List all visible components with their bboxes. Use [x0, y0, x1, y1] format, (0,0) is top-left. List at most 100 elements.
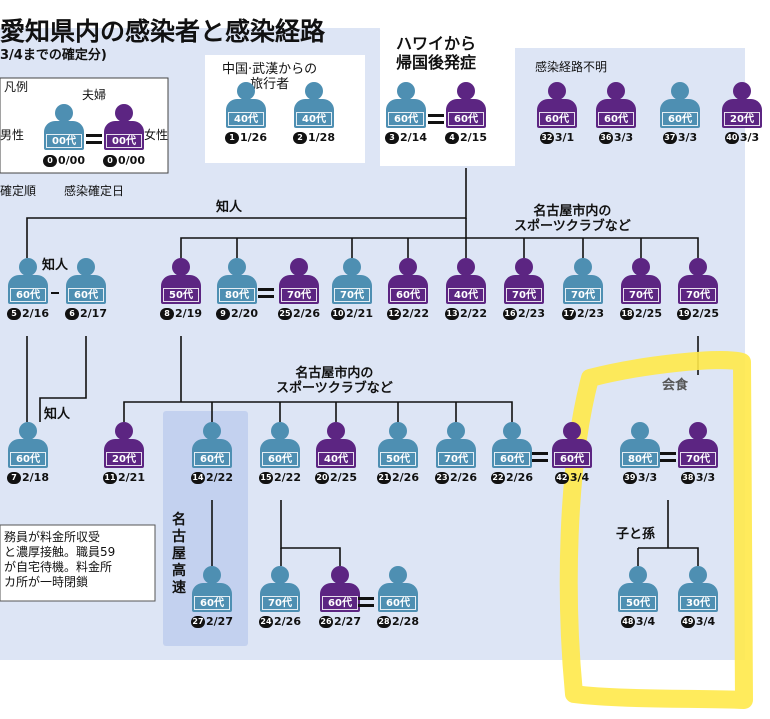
- confirm-date: 2/25: [330, 471, 357, 484]
- case-number: 8: [160, 308, 174, 320]
- case-number: 16: [503, 308, 517, 320]
- person-age: 60代: [388, 112, 424, 126]
- case-number: 3: [385, 132, 399, 144]
- case-number: 40: [724, 132, 739, 144]
- person-age: 50代: [380, 452, 416, 466]
- person-body-icon: [678, 583, 718, 612]
- person-head-icon: [733, 82, 751, 100]
- person-age: 20代: [106, 452, 142, 466]
- person-12: 60代: [388, 258, 428, 304]
- person-head-icon: [19, 258, 37, 276]
- person-age: 70代: [438, 452, 474, 466]
- legend-couple-label: 夫婦: [82, 88, 107, 102]
- case-number: 6: [65, 308, 79, 320]
- confirm-date: 2/21: [346, 307, 373, 320]
- person-head-icon: [228, 258, 246, 276]
- person-body-icon: [618, 583, 658, 612]
- person-10: 70代: [332, 258, 372, 304]
- person-body-icon: [320, 583, 360, 612]
- person-36: 60代: [596, 82, 636, 128]
- case-number: 10: [331, 308, 345, 320]
- person-head-icon: [457, 82, 475, 100]
- person-body-icon: [678, 439, 718, 468]
- case-number: 19: [677, 308, 691, 320]
- person-40: 20代: [722, 82, 762, 128]
- unknown-group-label: 感染経路不明: [535, 60, 608, 74]
- person-age: 60代: [554, 452, 590, 466]
- person-body-icon: [620, 439, 660, 468]
- person-25: 70代: [279, 258, 319, 304]
- person-head-icon: [389, 566, 407, 584]
- person-age: 60代: [539, 112, 575, 126]
- case-number: 24: [259, 616, 273, 628]
- person-head-icon: [290, 258, 308, 276]
- confirm-date: 2/15: [460, 131, 487, 144]
- person-age: 70代: [623, 288, 659, 302]
- legend-age: 00代: [46, 134, 82, 148]
- link-dash: [51, 292, 59, 294]
- grandchild-label: 子と孫: [616, 527, 656, 542]
- case-number: 13: [445, 308, 459, 320]
- person-body-icon: [378, 439, 418, 468]
- couple-equals-icon: [660, 452, 676, 462]
- confirm-date: 3/3: [677, 131, 698, 144]
- person-body-icon: [537, 99, 577, 128]
- person-body-icon: [596, 99, 636, 128]
- person-body-icon: [552, 439, 592, 468]
- confirm-date: 3/3: [695, 471, 716, 484]
- confirm-date: 2/22: [206, 471, 233, 484]
- expressway-callout: 務員が料金所収受 と濃厚接触。職員59 が自宅待機。料金所 カ所が一時閉鎖: [4, 530, 116, 589]
- person-3: 60代: [386, 82, 426, 128]
- case-number: 14: [191, 472, 205, 484]
- person-age: 80代: [219, 288, 255, 302]
- legend-male-label: 男性: [0, 128, 25, 142]
- case-number: 32: [539, 132, 554, 144]
- confirm-date: 2/26: [392, 471, 419, 484]
- person-head-icon: [203, 422, 221, 440]
- person-head-icon: [515, 258, 533, 276]
- person-24: 70代: [260, 566, 300, 612]
- person-head-icon: [55, 104, 73, 122]
- person-head-icon: [397, 82, 415, 100]
- person-23: 70代: [436, 422, 476, 468]
- confirm-date: 2/21: [118, 471, 145, 484]
- confirm-date: 2/23: [518, 307, 545, 320]
- person-27: 60代: [192, 566, 232, 612]
- club1-label: 名古屋市内の スポーツクラブなど: [514, 204, 631, 234]
- case-number: 1: [225, 132, 239, 144]
- confirm-date: 2/28: [392, 615, 419, 628]
- person-17: 70代: [563, 258, 603, 304]
- person-28: 60代: [378, 566, 418, 612]
- person-13: 40代: [446, 258, 486, 304]
- case-number: 9: [216, 308, 230, 320]
- case-number: 38: [680, 472, 695, 484]
- person-26: 60代: [320, 566, 360, 612]
- confirm-date: 2/14: [400, 131, 427, 144]
- person-8: 50代: [161, 258, 201, 304]
- confirm-date: 3/3: [637, 471, 658, 484]
- person-body-icon: [217, 275, 257, 304]
- couple-equals-icon: [358, 597, 374, 607]
- confirm-date: 2/23: [577, 307, 604, 320]
- person-head-icon: [237, 82, 255, 100]
- couple-equals-icon: [532, 452, 548, 462]
- case-number: 26: [319, 616, 333, 628]
- person-head-icon: [115, 422, 133, 440]
- club2-label: 名古屋市内の スポーツクラブなど: [276, 366, 393, 396]
- person-head-icon: [447, 422, 465, 440]
- person-body-icon: [294, 99, 334, 128]
- confirm-date: 1/26: [240, 131, 267, 144]
- confirm-date: 2/26: [450, 471, 477, 484]
- legend-num: 0: [43, 155, 57, 167]
- person-head-icon: [503, 422, 521, 440]
- person-age: 70代: [680, 452, 716, 466]
